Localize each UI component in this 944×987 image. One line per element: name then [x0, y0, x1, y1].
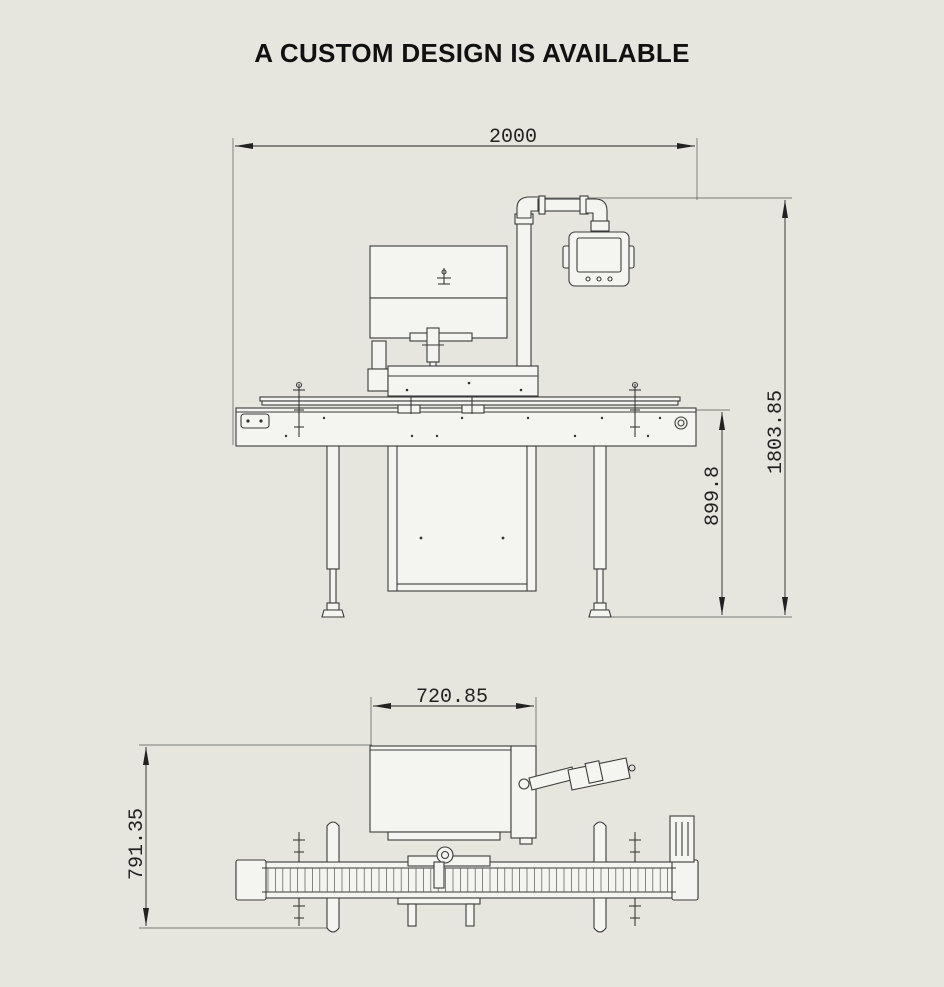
dimension-label: 899.8: [702, 466, 725, 526]
conveyor-chain-top: [235, 859, 699, 901]
display-mount-pipe: [514, 195, 610, 367]
dimension-depth-791: 791.35: [126, 744, 372, 929]
head-housing-top: [369, 745, 537, 845]
page-title: A CUSTOM DESIGN IS AVAILABLE: [254, 38, 690, 68]
dimension-label: 720.85: [416, 686, 488, 709]
left-leg: [321, 430, 345, 618]
dimension-label: 1803.85: [765, 390, 788, 474]
hmi-screen: [562, 231, 635, 287]
dimension-width-720: 720.85: [370, 686, 537, 746]
right-leg: [588, 430, 612, 618]
rail-clamp-right: [629, 381, 641, 437]
top-view: 720.85 791.35: [126, 686, 699, 933]
guide-rails: [259, 396, 681, 414]
conveyor-frame: [235, 407, 697, 447]
base-cabinet: [387, 445, 537, 592]
dimension-width-2000: 2000: [232, 126, 698, 445]
rail-clamp-left: [293, 381, 305, 437]
machine-head: [369, 245, 508, 339]
rail-clamps-top: [293, 832, 641, 926]
dimension-label: 2000: [489, 126, 537, 149]
dimension-label: 791.35: [126, 808, 149, 880]
drive-motor-top: [669, 815, 695, 863]
carriage: [367, 340, 539, 397]
front-view: 2000 1803.85 899.8: [232, 126, 792, 618]
center-drive-top: [397, 846, 491, 927]
dimension-height-899: 899.8: [690, 409, 730, 615]
display-arm-top: [528, 757, 636, 791]
leg-handles-top: [326, 821, 607, 933]
dimension-height-1803: 1803.85: [530, 197, 792, 618]
chain-links: [267, 868, 668, 892]
